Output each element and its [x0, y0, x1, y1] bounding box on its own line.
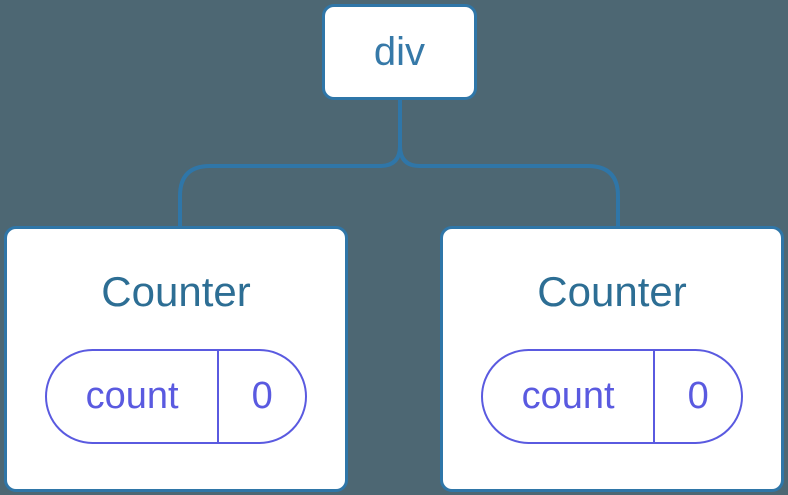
root-node-label: div — [373, 30, 426, 74]
state-value: 0 — [653, 351, 741, 443]
tree-node-counter-left: Counter count 0 — [4, 226, 348, 492]
state-key-label: count — [85, 375, 179, 418]
component-name-label: Counter — [101, 268, 251, 315]
component-name-label: Counter — [537, 268, 687, 315]
state-key-label: count — [521, 375, 615, 418]
tree-node-div: div — [322, 4, 477, 100]
connector-left-branch — [178, 100, 402, 226]
state-pill: count 0 — [481, 349, 743, 445]
state-value: 0 — [217, 351, 305, 443]
tree-node-counter-right: Counter count 0 — [440, 226, 784, 492]
connector-right-branch — [398, 100, 620, 226]
state-pill: count 0 — [45, 349, 307, 445]
